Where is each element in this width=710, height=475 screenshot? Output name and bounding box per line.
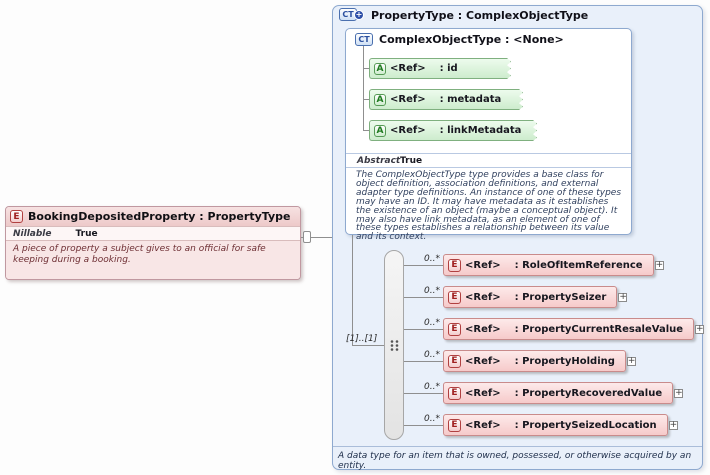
row-connector-line	[404, 265, 443, 266]
container-header[interactable]: CT + PropertyType : ComplexObjectType	[339, 8, 588, 22]
nillable-label: Nillable	[13, 228, 52, 239]
element-icon: E	[10, 210, 23, 223]
element-row: E <Ref> : PropertySeizer +	[443, 286, 628, 308]
cardinality-label: 0..*	[424, 286, 440, 296]
element-ref-label: <Ref>	[465, 323, 501, 335]
element-name-label: : PropertySeizer	[514, 291, 607, 303]
attribute-name-label: : id	[439, 63, 458, 74]
attribute-ref-label: <Ref>	[390, 94, 426, 105]
base-type-title: ComplexObjectType : <None>	[379, 33, 564, 46]
nillable-value: True	[75, 228, 98, 239]
element-propertyseizer[interactable]: E <Ref> : PropertySeizer	[443, 286, 618, 308]
sequence-icon	[390, 339, 398, 351]
element-description: A piece of property a subject gives to a…	[6, 241, 300, 279]
row-connector-line	[404, 361, 443, 362]
element-name-label: : PropertySeizedLocation	[514, 419, 657, 431]
abstract-label: Abstract	[357, 156, 401, 166]
attribute-icon: A	[374, 125, 386, 137]
attribute-connector-stub	[363, 130, 369, 131]
element-icon: E	[448, 418, 461, 432]
attribute-id[interactable]: A <Ref> : id	[369, 58, 511, 79]
attribute-ref-label: <Ref>	[390, 125, 426, 136]
element-icon: E	[448, 258, 461, 272]
expand-button[interactable]: +	[695, 323, 705, 334]
footer-divider	[333, 446, 702, 447]
cardinality-label: 0..*	[424, 254, 440, 264]
attribute-icon: A	[374, 94, 386, 106]
attribute-connector-stub	[363, 68, 369, 69]
attribute-name-label: : linkMetadata	[439, 125, 522, 136]
separator	[346, 167, 631, 168]
element-icon: E	[448, 322, 461, 336]
element-title: BookingDepositedProperty : PropertyType	[28, 210, 291, 223]
attribute-icon: A	[374, 63, 386, 75]
row-connector-line	[404, 393, 443, 394]
expand-button[interactable]: +	[626, 355, 636, 366]
element-icon: E	[448, 386, 461, 400]
complex-type-plus-icon: CT +	[339, 8, 365, 22]
row-connector-line	[404, 297, 443, 298]
nillable-row: Nillable True	[6, 227, 300, 241]
element-ref-label: <Ref>	[465, 355, 501, 367]
sequence-cardinality: [1]..[1]	[346, 334, 378, 344]
row-connector-line	[404, 425, 443, 426]
cardinality-label: 0..*	[424, 318, 440, 328]
element-propertyseizedlocation[interactable]: E <Ref> : PropertySeizedLocation	[443, 414, 668, 436]
expand-button[interactable]: +	[618, 291, 628, 302]
element-ref-label: <Ref>	[465, 259, 501, 271]
attribute-metadata[interactable]: A <Ref> : metadata	[369, 89, 523, 110]
element-ref-label: <Ref>	[465, 419, 501, 431]
sequence-connector-line	[352, 235, 353, 345]
container-footer: A data type for an item that is owned, p…	[338, 451, 692, 471]
element-propertyrecoveredvalue[interactable]: E <Ref> : PropertyRecoveredValue	[443, 382, 674, 404]
element-row: E <Ref> : PropertySeizedLocation +	[443, 414, 678, 436]
element-name-label: : PropertyHolding	[514, 355, 615, 367]
element-propertyholding[interactable]: E <Ref> : PropertyHolding	[443, 350, 626, 372]
sequence-connector-line	[352, 345, 384, 346]
base-type-header[interactable]: CT ComplexObjectType : <None>	[355, 33, 564, 46]
element-row: E <Ref> : PropertyCurrentResaleValue +	[443, 318, 705, 340]
attribute-connector-stub	[363, 99, 369, 100]
element-name-label: : PropertyCurrentResaleValue	[514, 323, 684, 335]
element-ref-label: <Ref>	[465, 291, 501, 303]
element-row: E <Ref> : PropertyHolding +	[443, 350, 636, 372]
plus-circle-icon: +	[354, 10, 364, 20]
element-roleofitemreference[interactable]: E <Ref> : RoleOfItemReference	[443, 254, 654, 276]
attribute-linkmetadata[interactable]: A <Ref> : linkMetadata	[369, 120, 537, 141]
element-ref-label: <Ref>	[465, 387, 501, 399]
element-icon: E	[448, 290, 461, 304]
element-name-label: : RoleOfItemReference	[514, 259, 643, 271]
element-row: E <Ref> : RoleOfItemReference +	[443, 254, 664, 276]
attribute-connector-line	[363, 46, 364, 130]
reference-connector-line	[301, 237, 332, 238]
expand-button[interactable]: +	[668, 419, 678, 430]
element-bookingdepositedproperty[interactable]: E BookingDepositedProperty : PropertyTyp…	[5, 206, 301, 280]
element-propertycurrentresalevalue[interactable]: E <Ref> : PropertyCurrentResaleValue	[443, 318, 695, 340]
attribute-name-label: : metadata	[439, 94, 502, 105]
reference-connector-symbol[interactable]	[303, 231, 311, 243]
separator	[346, 153, 631, 154]
cardinality-label: 0..*	[424, 350, 440, 360]
expand-button[interactable]: +	[674, 387, 684, 398]
element-icon: E	[448, 354, 461, 368]
element-row: E <Ref> : PropertyRecoveredValue +	[443, 382, 684, 404]
element-header: E BookingDepositedProperty : PropertyTyp…	[6, 207, 300, 227]
sequence-compositor[interactable]	[384, 250, 404, 440]
base-type-description: The ComplexObjectType type provides a ba…	[356, 170, 622, 243]
element-name-label: : PropertyRecoveredValue	[514, 387, 663, 399]
cardinality-label: 0..*	[424, 382, 440, 392]
ct-icon: CT	[355, 33, 373, 46]
expand-button[interactable]: +	[654, 259, 664, 270]
attribute-ref-label: <Ref>	[390, 63, 426, 74]
cardinality-label: 0..*	[424, 414, 440, 424]
abstract-value: True	[400, 156, 423, 166]
container-title: PropertyType : ComplexObjectType	[371, 8, 589, 22]
row-connector-line	[404, 329, 443, 330]
